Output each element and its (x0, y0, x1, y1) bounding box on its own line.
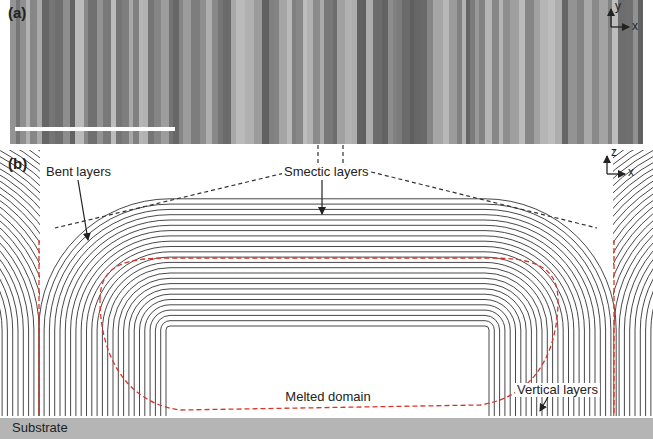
axis-label: x (628, 166, 634, 179)
leader-arrows (78, 180, 548, 411)
panel-letter: (b) (8, 156, 27, 173)
panel-letter: (a) (8, 5, 26, 22)
axis-label: z (611, 146, 617, 159)
micrograph (10, 0, 643, 144)
substrate-band: Substrate (0, 418, 653, 439)
region-label: Bent layers (44, 165, 113, 179)
region-label: Vertical layers (515, 383, 600, 397)
zoom-lines (55, 145, 597, 228)
axis-label: y (615, 0, 621, 13)
axis-arrows (607, 9, 629, 174)
region-label: Smectic layers (282, 165, 371, 179)
axis-label: x (632, 20, 638, 33)
node-text: Substrate (0, 418, 653, 435)
smectic-layers (0, 85, 653, 417)
defect-lines (39, 240, 614, 416)
region-label: Melted domain (283, 390, 372, 404)
scale-bar (15, 127, 175, 131)
